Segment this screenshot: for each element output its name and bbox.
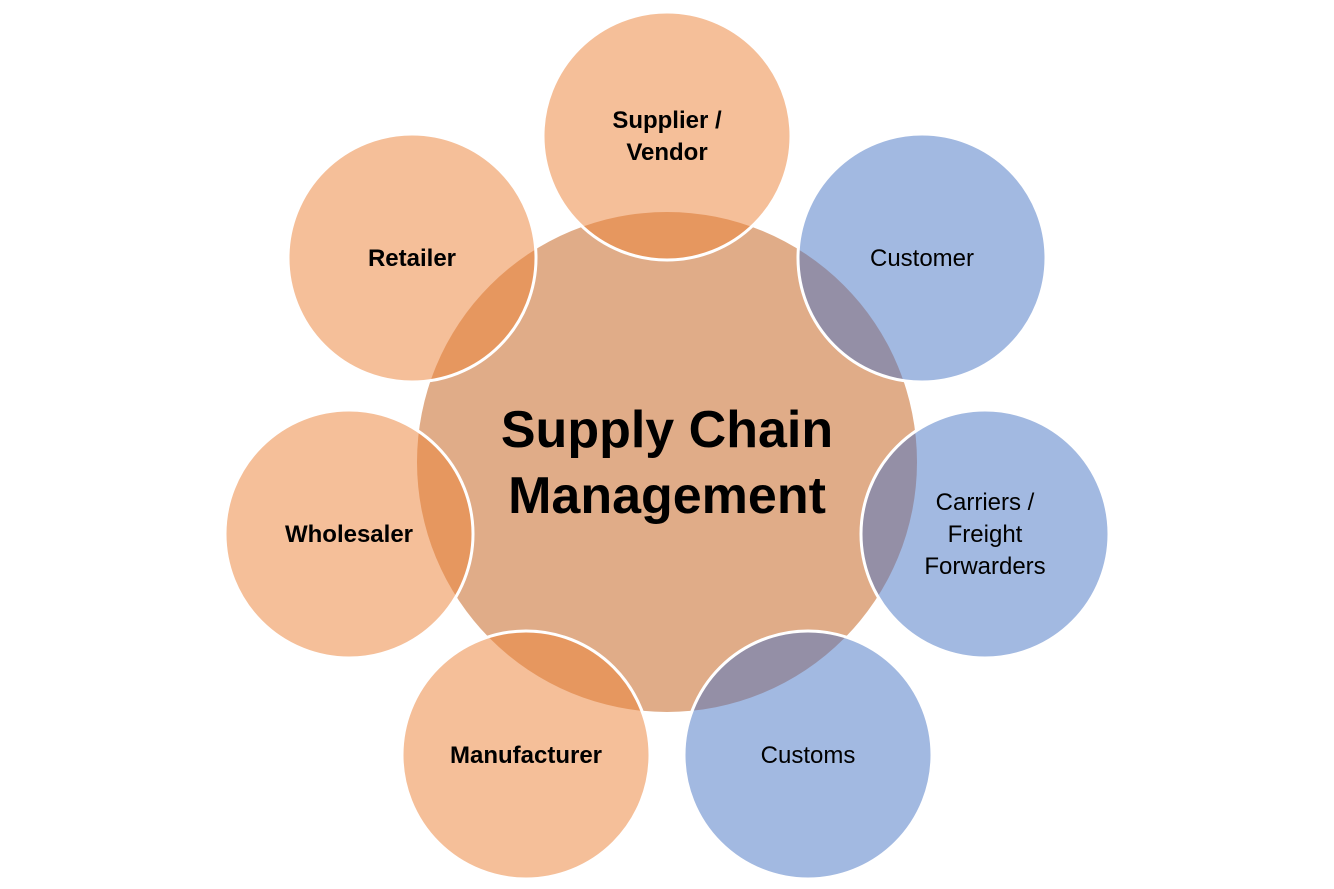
node-label-customs: Customs	[761, 742, 856, 769]
node-label-line: Freight	[948, 521, 1023, 548]
node-outline-customer	[796, 132, 1048, 384]
node-label-line: Forwarders	[924, 553, 1045, 580]
node-circle-wholesaler	[225, 410, 473, 658]
node-outline-customs	[682, 629, 934, 881]
node-label-line: Wholesaler	[285, 521, 413, 548]
center-title-line: Supply Chain	[501, 401, 833, 459]
node-label-line: Carriers /	[936, 489, 1035, 516]
node-circle-supplier-vendor	[543, 12, 791, 260]
overlap-customer	[798, 212, 917, 382]
node-label-line: Customs	[761, 742, 856, 769]
node-label-retailer: Retailer	[368, 245, 456, 272]
node-outline-supplier-vendor	[541, 10, 793, 262]
center-circle	[417, 212, 917, 712]
node-label-wholesaler: Wholesaler	[285, 521, 413, 548]
node-outline-retailer	[286, 132, 538, 384]
node-outline-carriers-freight-forwarders	[859, 408, 1111, 660]
node-label-manufacturer: Manufacturer	[450, 742, 602, 769]
node-outline-wholesaler	[223, 408, 475, 660]
node-label-line: Retailer	[368, 245, 456, 272]
node-outline-manufacturer	[400, 629, 652, 881]
center-title-line: Management	[508, 467, 826, 525]
node-circle-carriers-freight-forwarders	[861, 410, 1109, 658]
overlap-retailer	[417, 212, 536, 382]
node-label-customer: Customer	[870, 245, 974, 272]
node-label-line: Vendor	[626, 139, 707, 166]
node-label-line: Customer	[870, 245, 974, 272]
node-label-supplier-vendor: Supplier / Vendor	[612, 107, 722, 166]
node-label-line: Supplier /	[612, 107, 722, 134]
node-label-line: Manufacturer	[450, 742, 602, 769]
